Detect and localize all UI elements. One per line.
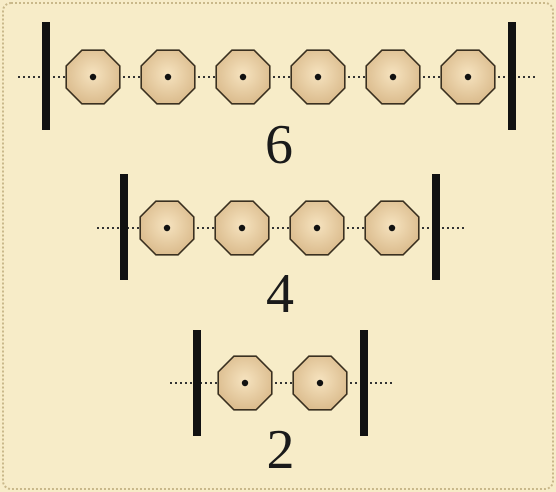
- bead-hole-dot: [238, 224, 246, 232]
- bead-hole-dot: [314, 73, 322, 81]
- bead-hole-dot: [389, 73, 397, 81]
- bead-row-4: 4: [97, 174, 465, 325]
- bead-hole-dot: [241, 379, 249, 387]
- bead-hole-dot: [163, 224, 171, 232]
- bead: [289, 200, 345, 256]
- left-end-bar: [193, 330, 201, 436]
- bead-row-2: 2: [170, 330, 393, 481]
- bead: [140, 49, 196, 105]
- bead: [139, 200, 195, 256]
- bead: [292, 355, 348, 411]
- count-label: 4: [266, 263, 294, 325]
- left-end-bar: [120, 174, 128, 280]
- bead-hole-dot: [316, 379, 324, 387]
- bead-row-6: 6: [18, 22, 535, 176]
- bead: [364, 200, 420, 256]
- bead: [215, 49, 271, 105]
- count-label: 6: [265, 114, 293, 176]
- bead-hole-dot: [464, 73, 472, 81]
- bead: [290, 49, 346, 105]
- right-end-bar: [432, 174, 440, 280]
- bead-rows: 6 4 2: [18, 22, 535, 481]
- left-end-bar: [42, 22, 50, 130]
- bead: [365, 49, 421, 105]
- bead: [214, 200, 270, 256]
- right-end-bar: [508, 22, 516, 130]
- bead: [217, 355, 273, 411]
- bead: [65, 49, 121, 105]
- bead-hole-dot: [164, 73, 172, 81]
- bead-hole-dot: [313, 224, 321, 232]
- bead: [440, 49, 496, 105]
- bead-hole-dot: [89, 73, 97, 81]
- bead-hole-dot: [239, 73, 247, 81]
- bead-hole-dot: [388, 224, 396, 232]
- right-end-bar: [360, 330, 368, 436]
- count-label: 2: [267, 419, 295, 481]
